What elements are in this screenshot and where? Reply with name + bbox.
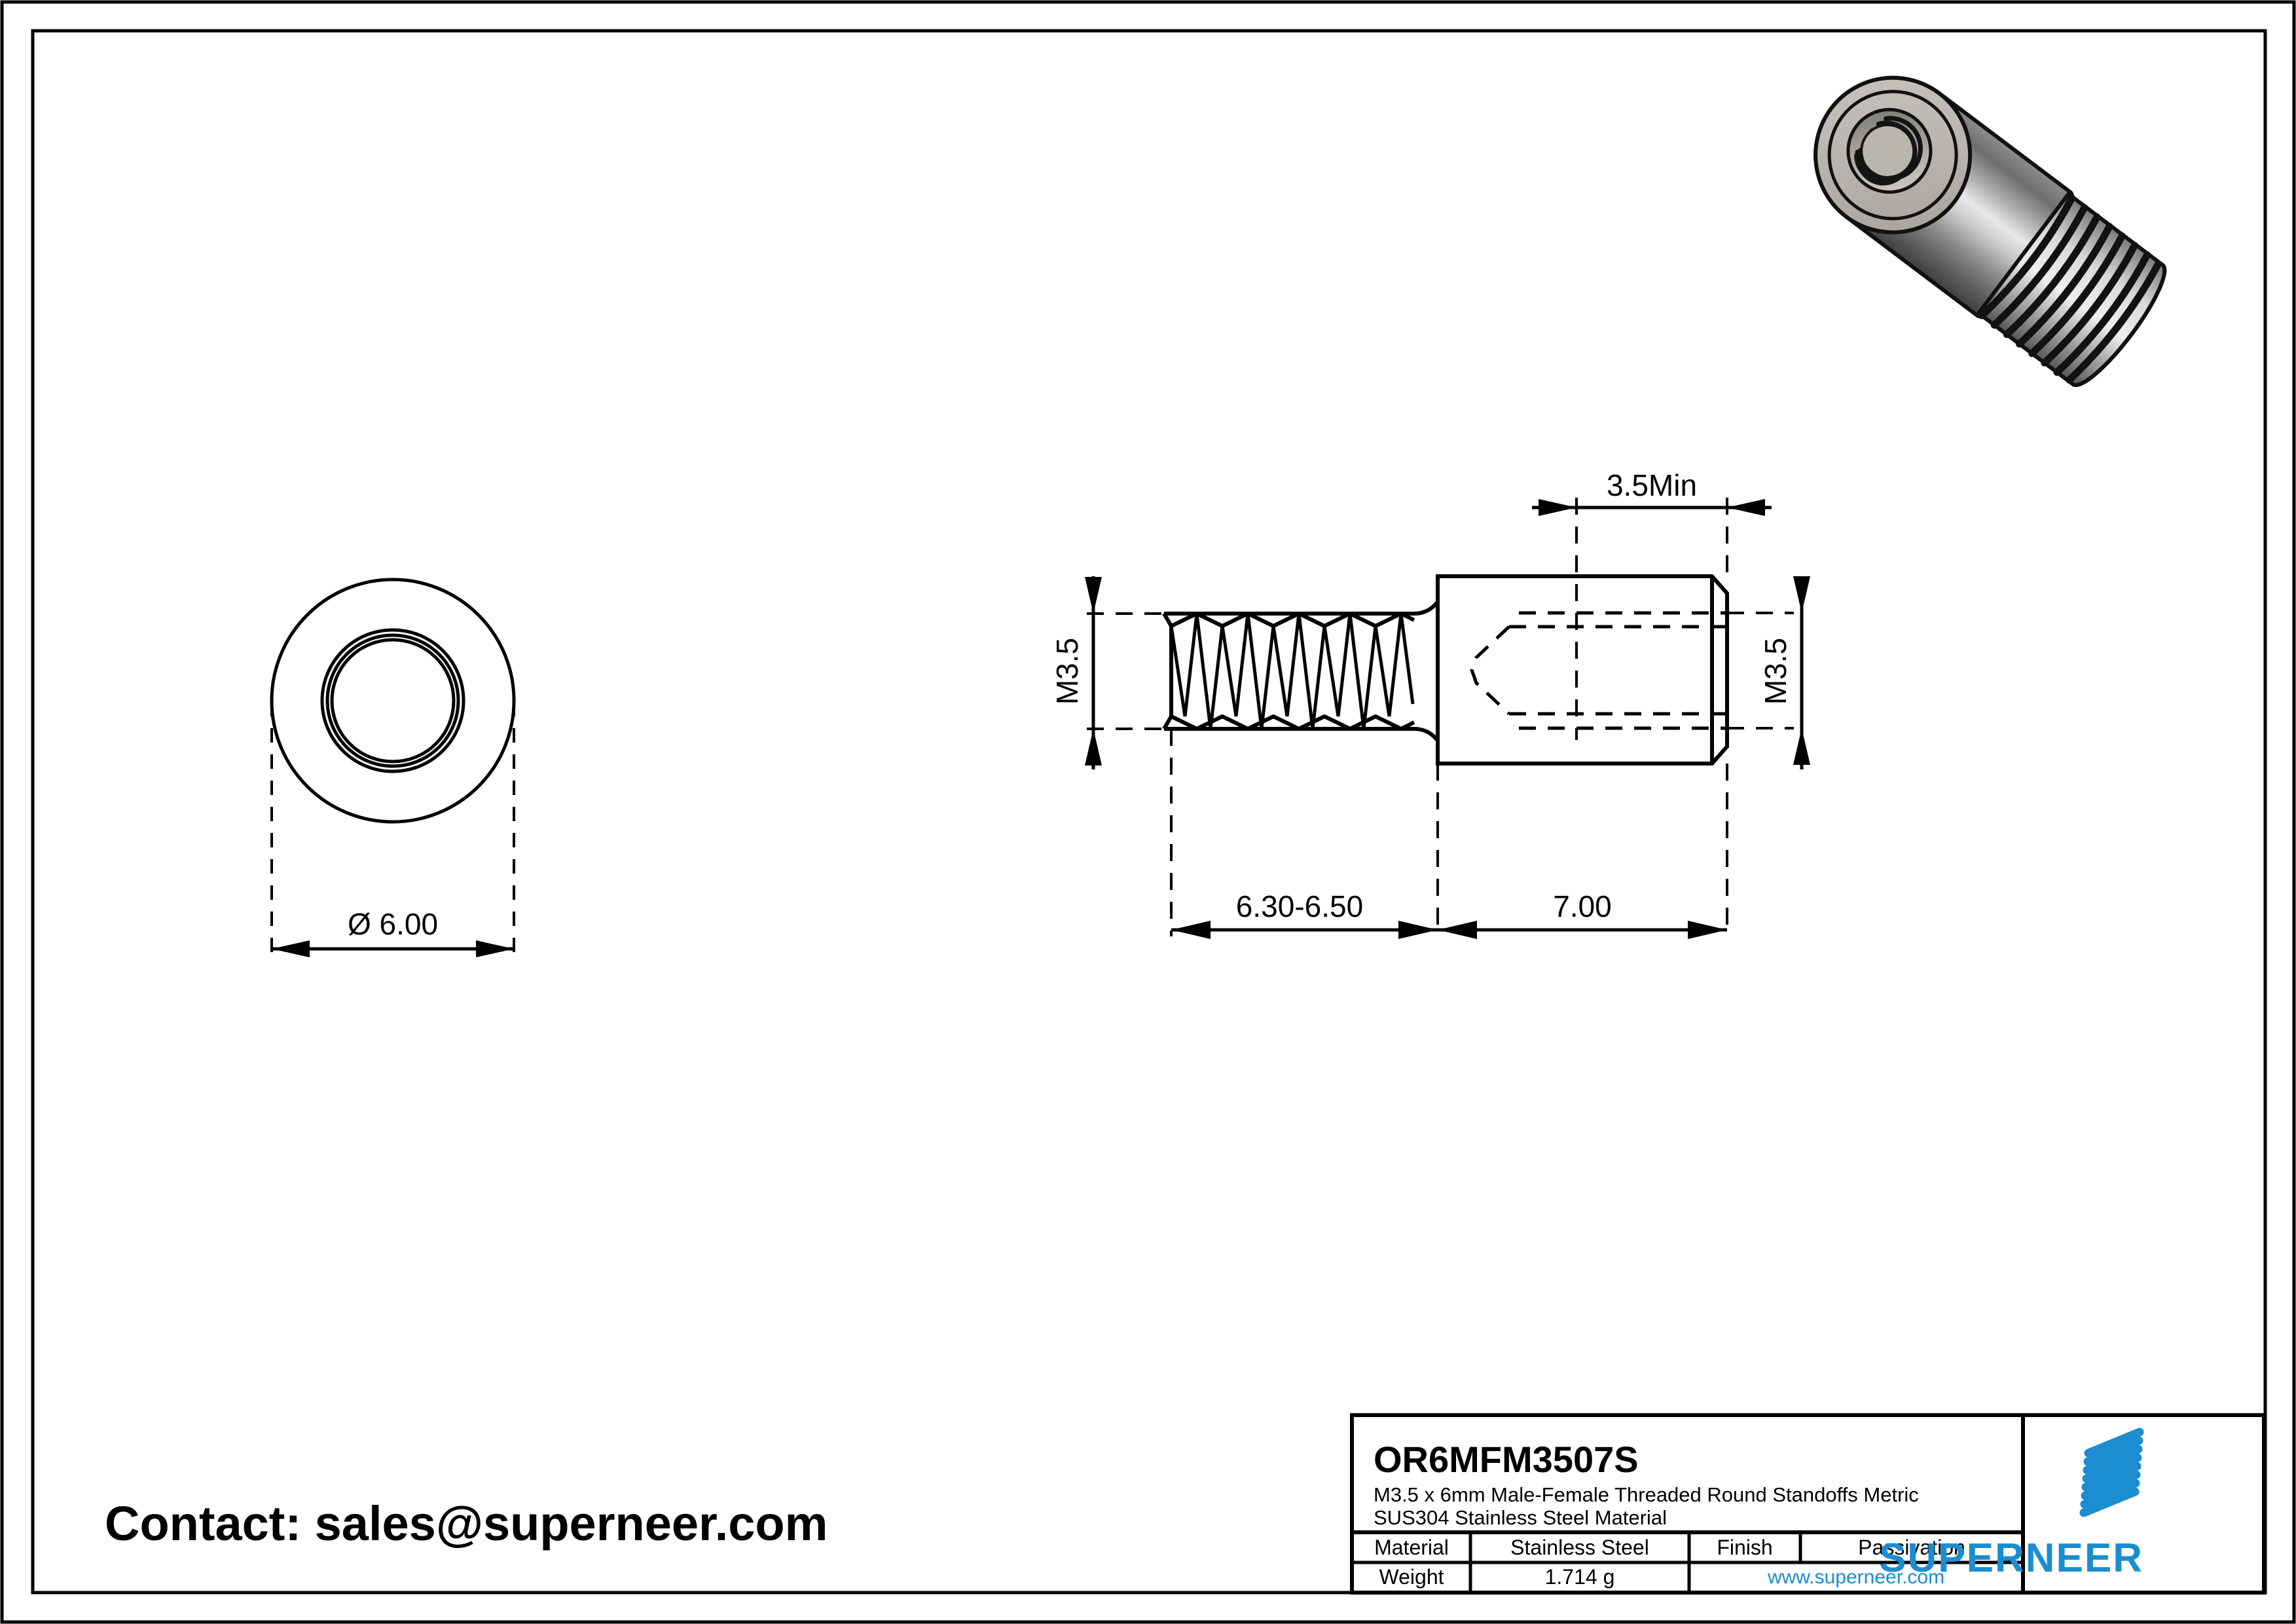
male-thread-size-dimension: M3.5 [1050,576,1102,769]
iso-standoff-render [1813,75,2167,387]
male-thread-length-dimension: 6.30-6.50 [1171,889,1438,939]
counterbore-circle [320,628,465,773]
iso-stud-end [2071,263,2167,387]
finish-label: Finish [1717,1536,1772,1559]
thread-root-bottom [1164,727,1440,742]
inner-border [31,29,2267,1595]
arrowhead-left-m35-top [1085,577,1102,614]
thread-minor-circle [330,638,456,764]
weight-label: Weight [1379,1565,1444,1589]
male-thread-profile [1162,600,1440,742]
weight-value: 1.714 g [1545,1565,1615,1589]
thread-depth-dimension: 3.5Min [1532,468,1772,516]
diameter-dimension-label: Ø 6.00 [348,907,438,941]
website-link[interactable]: www.superneer.com [1767,1566,1944,1588]
body-length-label: 7.00 [1553,889,1612,923]
arrowhead-left [272,940,310,957]
male-thread-length-label: 6.30-6.50 [1236,889,1363,923]
material-value: Stainless Steel [1510,1536,1649,1559]
female-thread-size-dimension: M3.5 [1758,576,1810,769]
finish-value: Passivation [1858,1536,1965,1559]
hidden-drill-point [1470,625,1510,715]
thread-crest-top [1164,600,1440,616]
diameter-dimension: Ø 6.00 [272,907,514,957]
arrowhead-right-m35-top [1793,576,1810,613]
material-label: Material [1374,1536,1449,1559]
arrowhead-tl-right [1398,921,1438,939]
description-line-2: SUS304 Stainless Steel Material [1374,1506,1667,1529]
contact-label: Contact: sales@superneer.com [105,1496,828,1551]
iso-male-stud [1977,192,2167,387]
arrowhead-right-m35-bottom [1793,728,1810,765]
thread-major-circle [325,633,460,768]
iso-front-face-inner-ring [1827,90,1958,221]
arrowhead-left-m35-bottom [1085,729,1102,766]
superneer-logo-icon [2079,1428,2144,1517]
iso-bore-bottom [1860,123,1916,179]
arrowhead-3v5min-left [1539,499,1576,516]
thread-vee-bottom [1170,714,1415,731]
outer-diameter-circle [270,578,516,824]
arrowhead-bl-left [1438,921,1477,939]
thread-end-face [1162,612,1173,730]
thread-depth-label: 3.5Min [1607,468,1697,502]
thread-flanks-second [1183,613,1403,729]
front-view-circles [270,578,516,824]
arrowhead-right [476,940,514,957]
title-block: OR6MFM3507S M3.5 x 6mm Male-Female Threa… [1350,1413,2266,1595]
body-length-dimension: 7.00 [1438,889,1727,939]
arrowhead-tl-left [1171,921,1211,939]
arrowhead-3v5min-right [1727,499,1765,516]
male-thread-size-label: M3.5 [1050,638,1084,705]
arrowhead-bl-right [1688,921,1727,939]
brand-wordmark: SUPERNEER [1879,1536,2143,1581]
projection-lines [1087,498,1794,936]
front-view-extension-lines [270,702,515,958]
thread-flanks [1169,613,1415,729]
hidden-bore-lines [1470,611,1727,730]
female-thread-size-label: M3.5 [1758,638,1793,705]
description-line-1: M3.5 x 6mm Male-Female Threaded Round St… [1374,1483,1919,1506]
part-number: OR6MFM3507S [1374,1439,1639,1480]
